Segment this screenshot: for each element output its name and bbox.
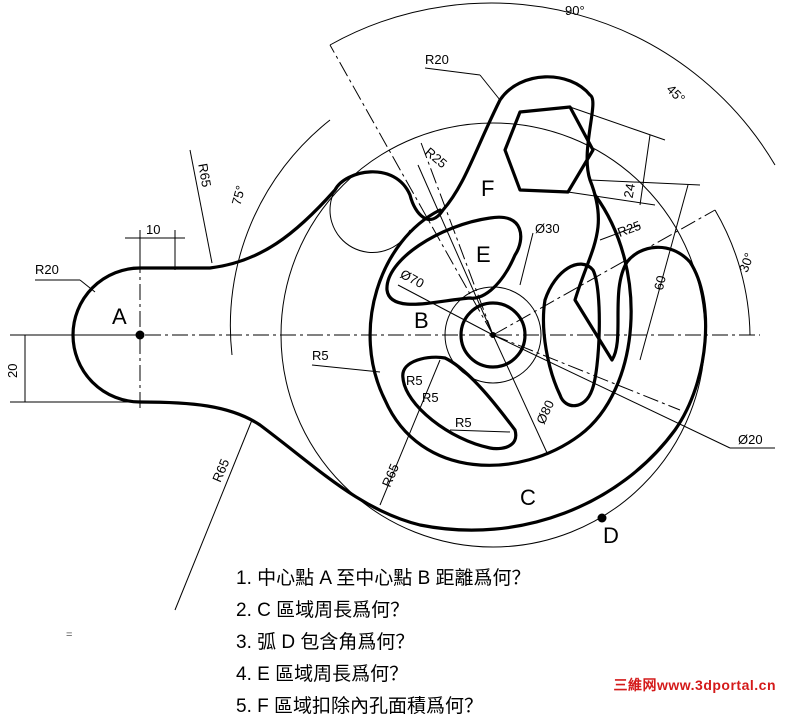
- label-e: E: [476, 242, 491, 267]
- dim24-ext-1: [569, 106, 666, 141]
- dim-r65-center: R65: [379, 461, 402, 489]
- dim-angle-75: 75°: [229, 184, 249, 207]
- label-f: F: [481, 176, 494, 201]
- dim-20: 20: [5, 364, 20, 378]
- dim-angle-30: 30°: [736, 251, 757, 275]
- region-f-ring: [368, 193, 633, 467]
- r65-center-leader: [379, 359, 441, 506]
- upper-arm-circle: [329, 189, 411, 253]
- question-list: 1. 中心點 A 至中心點 B 距離爲何？ 2. C 區域周長爲何？ 3. 弧 …: [236, 563, 531, 723]
- label-c: C: [520, 485, 536, 510]
- r65-upper-leader: [189, 149, 213, 264]
- centerline-f: [419, 139, 494, 336]
- right-slot: [541, 262, 601, 408]
- dim60-ext: [589, 179, 701, 186]
- angle-30-arc: [714, 209, 751, 336]
- question-1: 1. 中心點 A 至中心點 B 距離爲何？: [236, 568, 531, 589]
- question-3: 3. 弧 D 包含角爲何？: [236, 632, 415, 653]
- question-5: 5. F 區域扣除內孔面積爲何？: [236, 696, 484, 717]
- dim-dia20: Ø20: [738, 432, 763, 447]
- dia30-leader: [519, 232, 534, 286]
- dim60-line: [639, 184, 689, 361]
- r65-lower-leader: [174, 419, 253, 611]
- dim-r65-lower: R65: [209, 456, 232, 484]
- dim-r20-top: R20: [425, 52, 449, 67]
- dim-dia30: Ø30: [535, 221, 560, 236]
- point-d: [597, 513, 607, 523]
- dia20-leader: [492, 334, 731, 449]
- question-4: 4. E 區域周長爲何？: [236, 664, 409, 685]
- dim-angle-45: 45°: [664, 82, 689, 107]
- centerline-75deg: [329, 44, 494, 336]
- dim-60: 60: [651, 274, 669, 291]
- r5-c-leader: [449, 429, 511, 433]
- r20-top-leader-2: [479, 74, 501, 101]
- hexagon-hole: [503, 105, 595, 194]
- dim24-line: [639, 134, 651, 206]
- r25-left-leader: [417, 164, 494, 336]
- r5-outer-leader: [311, 364, 381, 373]
- cad-drawing: A B C D E F R20 R20 R65 R65 R65 R25 R25 …: [5, 2, 776, 611]
- lower-slot: [401, 355, 518, 451]
- dim-r65-upper: R65: [195, 162, 214, 188]
- dim-angle-90: 90°: [565, 3, 585, 18]
- label-b: B: [414, 308, 429, 333]
- centerline-30deg: [492, 209, 716, 336]
- outer-contour: [71, 75, 708, 532]
- dim-r25-right: R25: [615, 218, 643, 240]
- angle-90-arc: [329, 2, 776, 166]
- dim-10: 10: [146, 222, 160, 237]
- dim-r5-c: R5: [455, 415, 472, 430]
- drawing-canvas: A B C D E F R20 R20 R65 R65 R65 R25 R25 …: [5, 2, 776, 717]
- watermark: 三維网www.3dportal.cn: [613, 677, 776, 693]
- dia70-leader: [397, 284, 494, 336]
- dim-r5-b: R5: [422, 390, 439, 405]
- dim-r5-a: R5: [406, 373, 423, 388]
- label-d: D: [603, 523, 619, 548]
- center-hole: [459, 301, 527, 369]
- dim-r25-left: R25: [422, 144, 450, 171]
- dim-24: 24: [621, 182, 638, 199]
- r20-top-leader: [424, 67, 481, 76]
- region-e-slot: [385, 215, 523, 306]
- angle-75-arc: [229, 119, 331, 356]
- r20-left-leader-2: [79, 279, 96, 293]
- arrow-mark: =: [66, 629, 73, 641]
- dia80-leader: [492, 334, 549, 456]
- label-a: A: [112, 304, 127, 329]
- dim-dia80: Ø80: [533, 398, 557, 427]
- dim-r5-outer: R5: [312, 348, 329, 363]
- dim-r20-left: R20: [35, 262, 59, 277]
- question-2: 2. C 區域周長爲何？: [236, 600, 410, 621]
- r25-right-leader: [599, 224, 641, 241]
